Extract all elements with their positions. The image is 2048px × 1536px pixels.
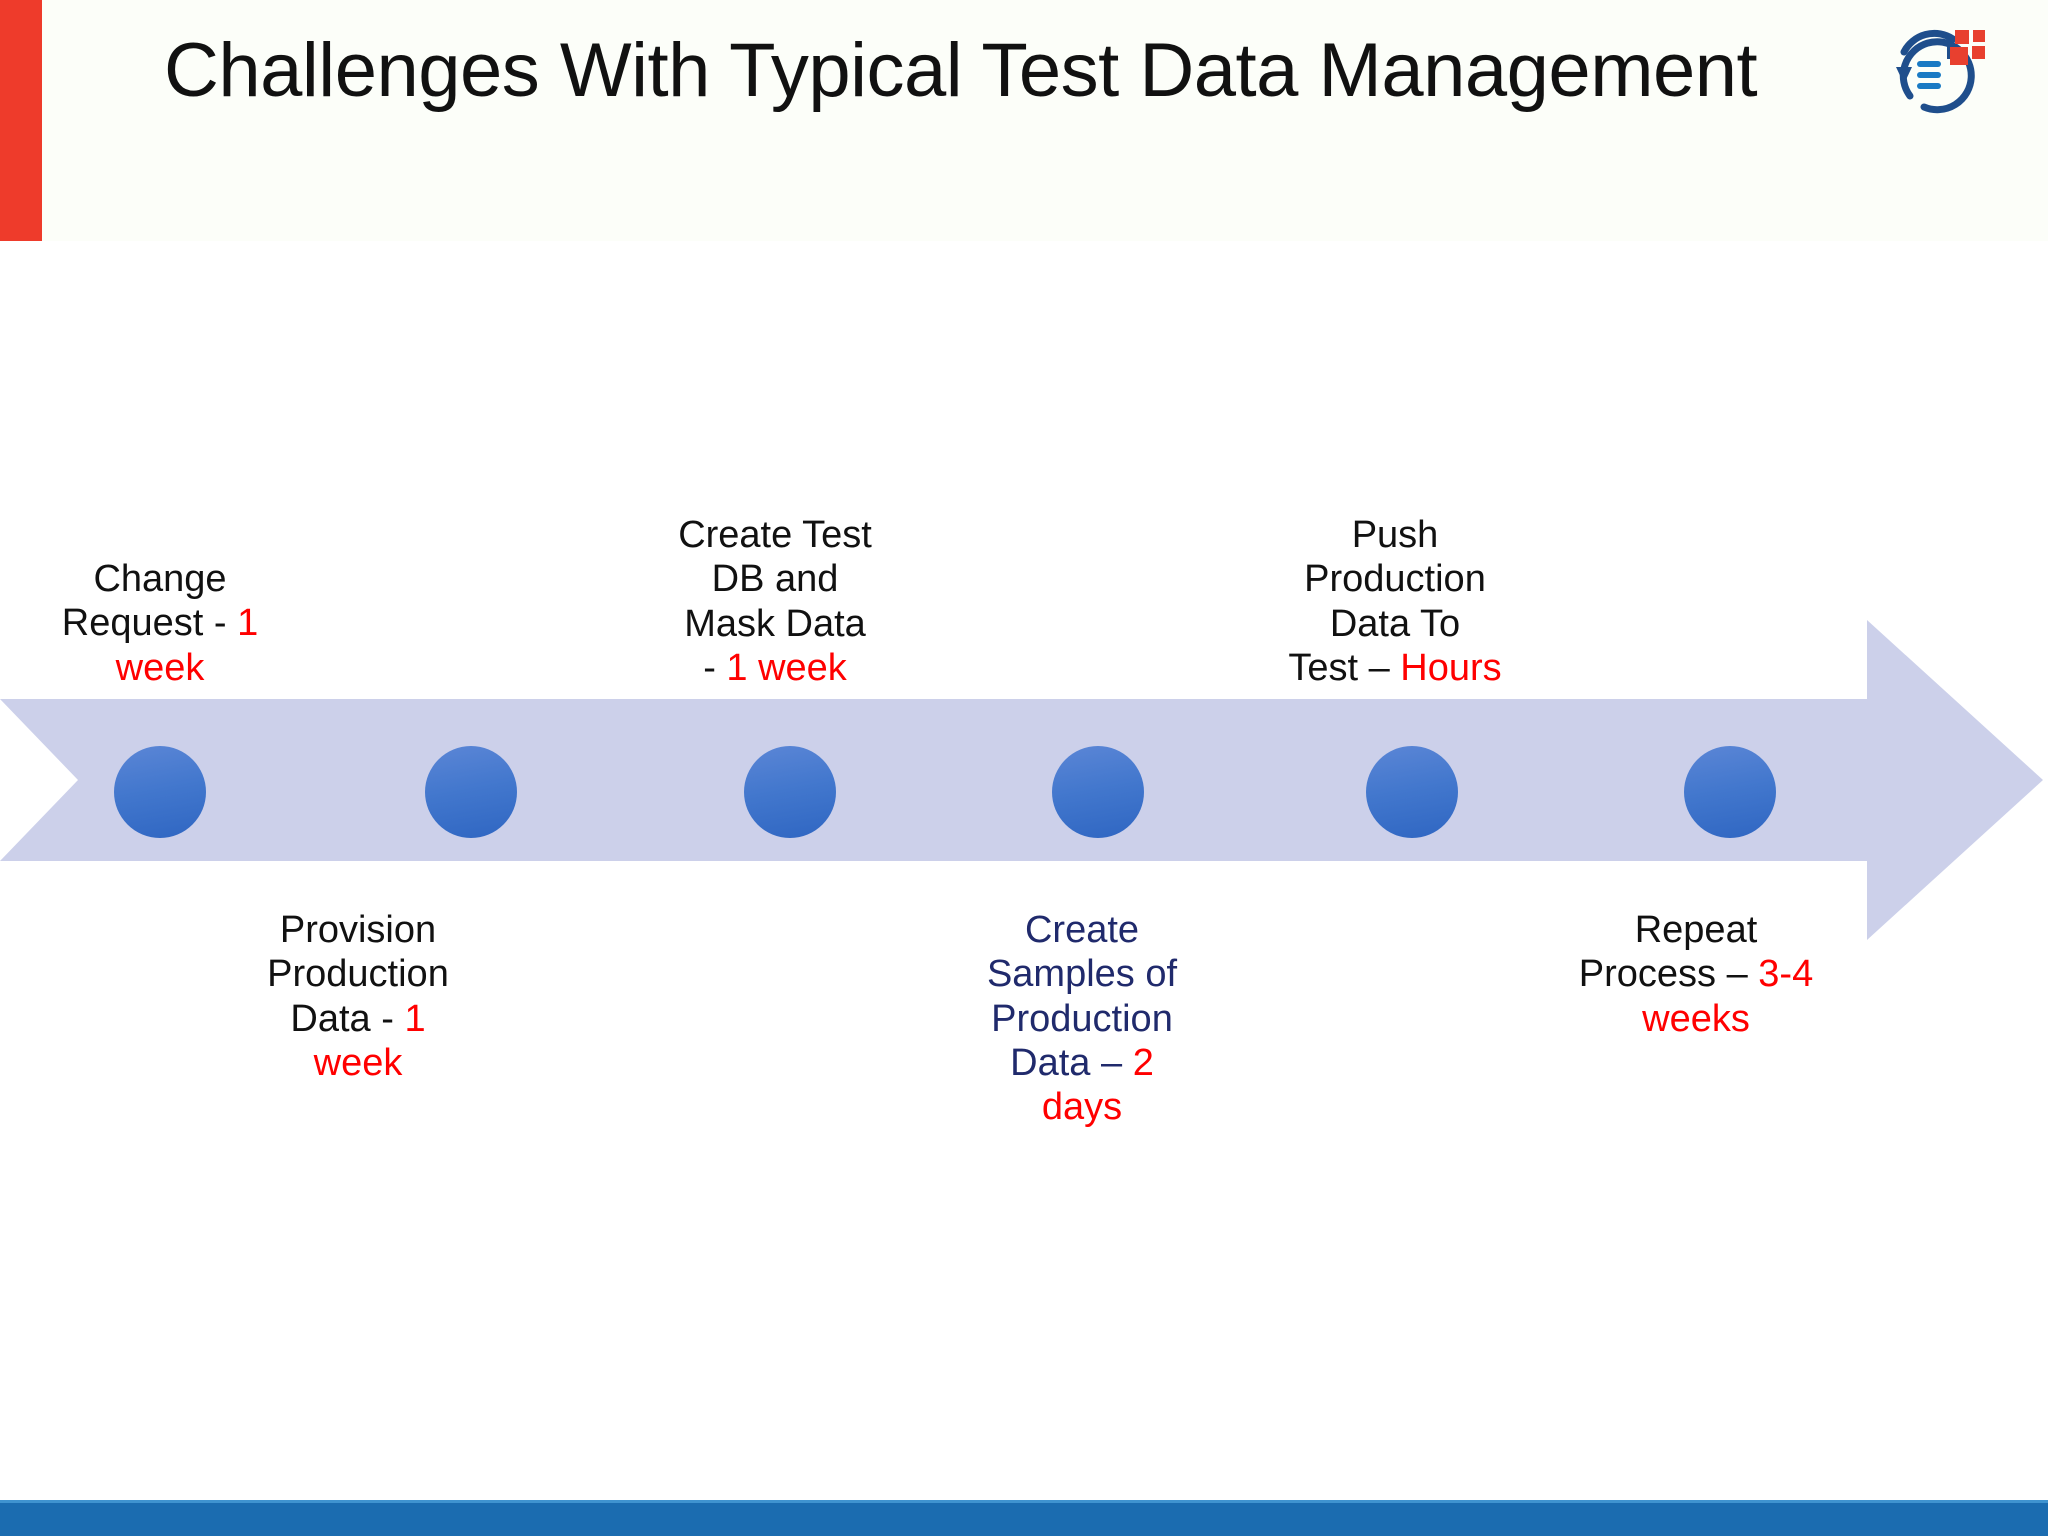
doc-line-2-icon (1917, 72, 1941, 78)
step-dot-4[interactable] (1052, 746, 1144, 838)
header-band (0, 0, 2048, 241)
step-duration-text: 1 week (115, 602, 259, 689)
doc-line-3-icon (1917, 83, 1941, 89)
refresh-document-logo-icon (1896, 29, 1985, 114)
step-dot-2[interactable] (425, 746, 517, 838)
step-duration-text: 3-4 weeks (1642, 953, 1814, 1040)
footer-hairline (0, 1500, 2048, 1503)
step-label-change-request: Change Request - 1 week (10, 557, 310, 690)
step-label-provision-production-data: Provision Production Data - 1 week (208, 908, 508, 1085)
page-title: Challenges With Typical Test Data Manage… (164, 28, 1758, 113)
step-label-create-samples-production-data: Create Samples of Production Data – 2 da… (932, 908, 1232, 1129)
step-name-text: Repeat Process – (1578, 909, 1758, 996)
step-label-repeat-process: Repeat Process – 3-4 weeks (1536, 908, 1856, 1041)
step-label-create-test-db-mask-data: Create Test DB and Mask Data - 1 week (625, 513, 925, 690)
red-square-2-icon (1973, 30, 1985, 42)
step-name-text: Push Production Data To Test – (1288, 513, 1486, 689)
refresh-arrow-head-left-icon (1896, 67, 1912, 84)
red-accent-bar (0, 0, 42, 241)
footer-bar (0, 1503, 2048, 1536)
brand-logo (1880, 12, 2020, 130)
step-name-text: Change Request - (61, 558, 227, 645)
red-square-3-icon (1972, 46, 1985, 59)
refresh-arc-upper-icon (1900, 29, 1957, 56)
step-duration-text: 1 week (726, 646, 847, 689)
doc-line-1-icon (1917, 61, 1941, 67)
step-dot-3[interactable] (744, 746, 836, 838)
step-name-text: Create Samples of Production Data – (986, 909, 1178, 1084)
step-duration-text: 2 days (1041, 1041, 1154, 1129)
red-square-1-icon (1955, 30, 1969, 44)
step-dot-6[interactable] (1684, 746, 1776, 838)
step-dot-1[interactable] (114, 746, 206, 838)
red-square-4-icon (1950, 47, 1968, 65)
step-name-text: Create Test DB and Mask Data - (678, 513, 872, 689)
step-duration-text: 1 week (313, 997, 426, 1084)
step-name-text: Provision Production Data - (267, 909, 449, 1040)
step-duration-text: Hours (1400, 646, 1502, 689)
step-label-push-production-data-to-test: Push Production Data To Test – Hours (1245, 513, 1545, 690)
step-dot-5[interactable] (1366, 746, 1458, 838)
